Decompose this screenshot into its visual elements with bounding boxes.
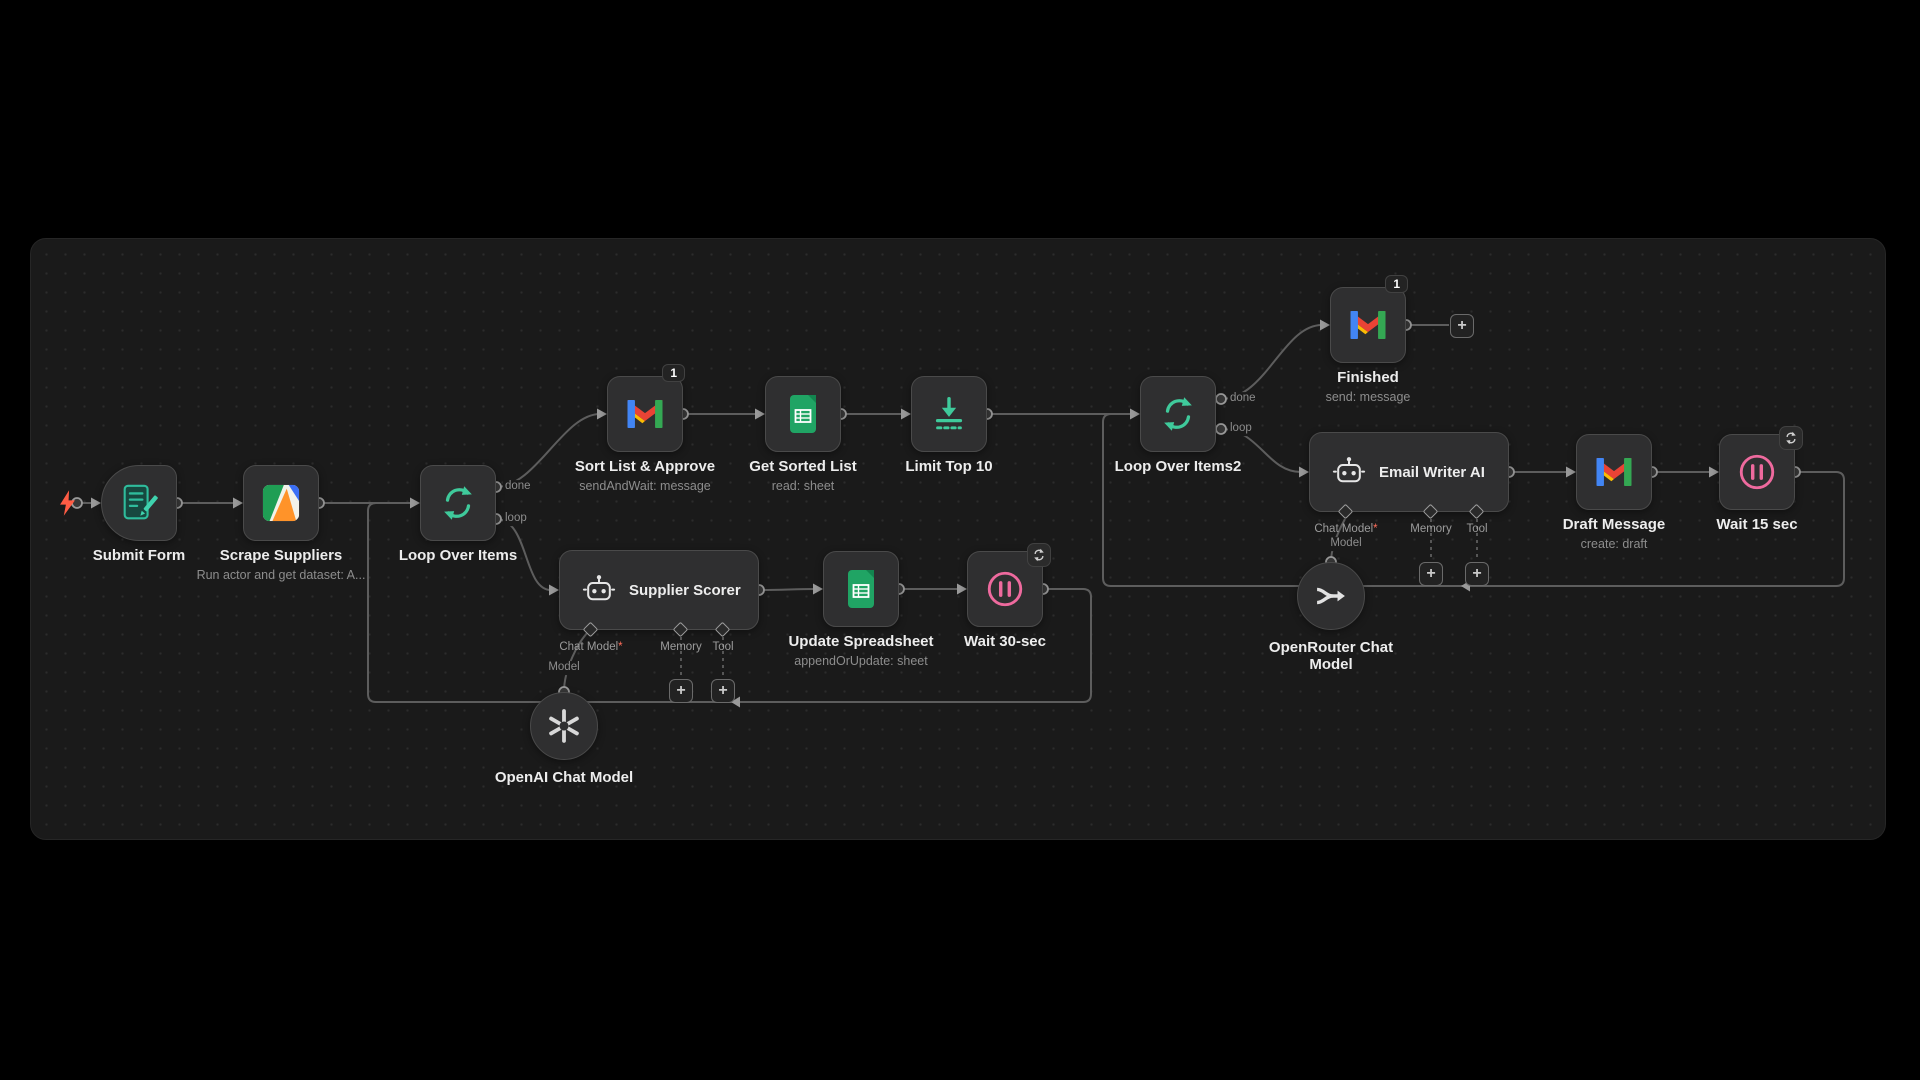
items-count-badge: 1 [662,364,685,382]
add-node-button[interactable]: + [1450,314,1474,338]
node-label-sort-list-approve: Sort List & Approve sendAndWait: message [574,458,716,493]
openai-icon [544,706,584,746]
port-label-memory: Memory [1410,523,1452,535]
edge-label-model: Model [1328,537,1364,551]
node-wait-15-sec[interactable]: Wait 15 sec [1716,426,1803,533]
add-memory-button[interactable]: + [1419,562,1443,586]
loop-icon [1157,393,1199,435]
node-email-writer-ai[interactable]: Email Writer AI [1309,432,1509,512]
edge-label-loop: loop [503,512,529,526]
node-get-sorted-list[interactable]: Get Sorted List read: sheet [749,376,857,493]
port-label-memory: Memory [660,641,702,653]
node-label-submit-form: Submit Form [92,547,186,564]
node-label-draft-message: Draft Message create: draft [1562,516,1666,551]
trigger-bolt-icon [59,490,76,516]
edge-label-model: Model [546,661,582,675]
port-label-chat-model: Chat Model* [1314,523,1378,535]
node-label-finished: Finished send: message [1325,369,1411,404]
add-tool-button[interactable]: + [1465,562,1489,586]
node-finished[interactable]: 1 Finished send: message [1326,275,1410,404]
pause-icon [984,568,1026,610]
node-limit-top-10[interactable]: Limit Top 10 [905,376,993,475]
node-draft-message[interactable]: Draft Message create: draft [1563,434,1665,551]
node-label-wait-30-sec: Wait 30-sec [964,633,1046,650]
openrouter-icon [1313,578,1349,614]
node-loop-over-items[interactable]: Loop Over Items [399,465,517,564]
pause-icon [1736,451,1778,493]
edge-label-loop: loop [1228,422,1254,436]
workflow-canvas[interactable]: done loop done loop Model Model Submit F… [30,238,1886,840]
node-update-spreadsheet[interactable]: Update Spreadsheet appendOrUpdate: sheet [788,551,934,668]
node-openai-chat-model[interactable]: OpenAI Chat Model [495,692,633,786]
node-label-openai-chat-model: OpenAI Chat Model [494,769,634,786]
refresh-icon [1784,431,1798,445]
add-tool-button[interactable]: + [711,679,735,703]
node-label-get-sorted-list: Get Sorted List read: sheet [749,458,857,493]
edge-label-done: done [503,480,533,494]
node-supplier-scorer[interactable]: Supplier Scorer [559,550,759,630]
retry-badge [1779,426,1803,450]
edge-label-done: done [1228,392,1258,406]
node-openrouter-chat-model[interactable]: OpenRouter Chat Model [1269,562,1393,673]
apify-icon [260,482,302,524]
node-label-loop-over-items2: Loop Over Items2 [1114,458,1242,475]
node-label-update-spreadsheet: Update Spreadsheet appendOrUpdate: sheet [788,633,934,668]
form-icon [118,482,160,524]
node-label-openrouter-chat-model: OpenRouter Chat Model [1268,639,1394,673]
node-sort-list-approve[interactable]: 1 Sort List & Approve sendAndWait: messa… [575,364,715,493]
google-sheets-icon [781,392,825,436]
node-label-scrape-suppliers: Scrape Suppliers Run actor and get datas… [196,547,366,582]
node-label-loop-over-items: Loop Over Items [398,547,518,564]
node-title-email-writer-ai: Email Writer AI [1379,463,1485,481]
port-label-tool: Tool [712,641,734,653]
robot-icon [582,573,616,607]
node-scrape-suppliers[interactable]: Scrape Suppliers Run actor and get datas… [197,465,365,582]
node-loop-over-items2[interactable]: Loop Over Items2 [1115,376,1241,475]
node-title-supplier-scorer: Supplier Scorer [629,581,741,599]
items-count-badge: 1 [1385,275,1408,293]
gmail-icon [624,397,666,431]
node-wait-30-sec[interactable]: Wait 30-sec [964,543,1051,650]
gmail-icon [1593,455,1635,489]
node-label-wait-15-sec: Wait 15 sec [1716,516,1798,533]
robot-icon [1332,455,1366,489]
add-memory-button[interactable]: + [669,679,693,703]
refresh-icon [1032,548,1046,562]
node-submit-form[interactable]: Submit Form [93,465,185,564]
loop-icon [437,482,479,524]
limit-icon [928,393,970,435]
node-label-limit-top-10: Limit Top 10 [905,458,993,475]
port-label-tool: Tool [1466,523,1488,535]
gmail-icon [1347,308,1389,342]
google-sheets-icon [839,567,883,611]
port-label-chat-model: Chat Model* [559,641,623,653]
retry-badge [1027,543,1051,567]
